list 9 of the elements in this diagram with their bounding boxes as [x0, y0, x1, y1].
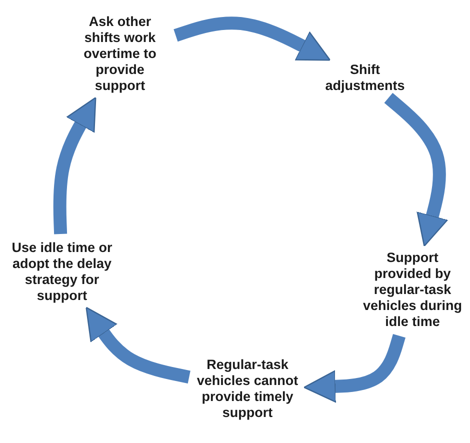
curved-arrow: [384, 92, 448, 247]
curved-arrow: [86, 306, 190, 384]
step-label: Use idle time or adopt the delay strategy for support: [10, 240, 114, 304]
step-label: Regular-task vehicles cannot provide timely support: [196, 357, 300, 421]
step-label: Shift adjustments: [324, 62, 406, 94]
curved-arrow: [174, 16, 331, 61]
curved-arrow: [53, 97, 96, 234]
step-label: Ask other shifts work overtime to provide support: [82, 14, 158, 94]
step-label: Support provided by regular-task vehicles during idle time: [362, 250, 464, 330]
